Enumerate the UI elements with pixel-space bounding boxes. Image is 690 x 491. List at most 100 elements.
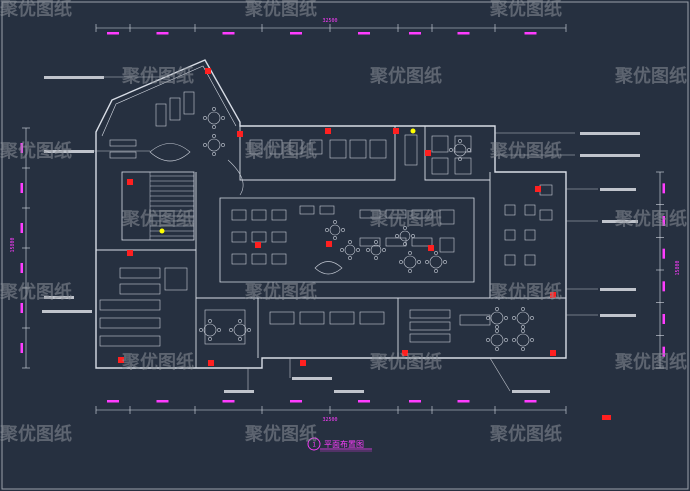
red-marker [255,242,261,248]
furniture-item [431,135,449,153]
furniture-item [329,311,355,325]
watermark-text: 聚优图纸 [614,65,687,87]
dimension-text-mark [290,400,302,403]
round-table [490,311,504,325]
dimension-text-mark [358,400,370,403]
chair [495,325,499,329]
red-marker [127,179,133,185]
chair [341,228,345,232]
furniture-item [109,139,137,147]
dimension-text-mark [662,346,665,357]
furniture-item [329,139,347,159]
chair [356,248,360,252]
chair [221,116,225,120]
red-marker [535,186,541,192]
furniture-item [231,231,247,243]
chair [425,260,429,264]
chair [366,248,370,252]
furniture-item [109,151,137,159]
annotation-text-mark [224,390,254,393]
furniture-item [454,157,472,175]
chair [512,316,516,320]
watermark-text: 聚优图纸 [244,423,317,445]
chair [417,260,421,264]
red-marker [205,68,211,74]
watermark-text: 聚优图纸 [244,140,317,162]
chair [238,319,242,323]
chair [395,234,399,238]
annotation-text-mark [44,76,104,79]
yellow-marker [410,128,416,134]
dimension-text-mark [662,281,665,292]
furniture-item [459,314,491,326]
furniture-item [99,299,161,311]
watermark-text: 聚优图纸 [489,423,562,445]
watermark-text: 聚优图纸 [369,351,442,373]
round-table [429,255,443,269]
chair [458,157,462,161]
dimension-text-mark [156,32,169,35]
overall-dimension-left: 15800 [10,237,16,252]
top-dimension-chain [95,24,567,35]
red-marker [402,350,408,356]
chair [382,248,386,252]
dimension-text-mark [662,183,665,194]
yellow-marker [159,228,165,234]
red-marker [127,250,133,256]
display-island [314,261,343,275]
watermark-text: 聚优图纸 [489,281,562,303]
furniture-item [409,333,451,343]
red-column-markers [118,68,556,366]
dimension-text-mark [409,400,421,403]
chair [208,319,212,323]
furniture-item [385,237,407,247]
chair [403,226,407,230]
annotation-text-mark [600,288,636,291]
round-table [516,333,530,347]
chair [411,234,415,238]
round-table [203,323,217,337]
leader-line [489,357,511,392]
dimension-text-mark [662,216,665,226]
dimension-text-mark [222,32,235,35]
watermark-text: 聚优图纸 [0,0,72,20]
title-circle [307,437,321,451]
annotation-text-mark [600,188,636,191]
dimension-text-mark [457,400,470,403]
chair [399,260,403,264]
dimension-text-mark [156,400,169,403]
dimension-text-mark [20,183,23,193]
furniture-item [439,209,455,225]
annotation-text-mark [602,220,638,223]
furniture-item [99,335,161,347]
red-marker [393,128,399,134]
furniture-item [404,134,418,166]
overall-dimension-bottom: 32500 [322,417,337,423]
dimension-text-mark [20,303,23,313]
watermark-text: 聚优图纸 [244,281,317,303]
watermark-text: 聚优图纸 [489,140,562,162]
furniture-item [319,205,335,215]
annotation-text-mark [44,296,74,299]
furniture-item [271,209,287,221]
furniture-item [99,317,161,329]
annotation-text-mark [42,310,92,313]
furniture-item [454,135,472,153]
watermark-text: 聚优图纸 [121,65,194,87]
red-marker [325,128,331,134]
chair [199,328,203,332]
furniture-item [359,311,385,325]
dimension-text-mark [524,400,537,403]
reception-desk [149,143,191,162]
round-table [207,111,221,125]
watermark-text: 聚优图纸 [614,208,687,230]
chair [212,152,216,156]
chair [495,329,499,333]
overall-dimension-right: 15800 [675,260,681,275]
furniture-item [504,229,516,241]
chair [495,307,499,311]
round-table [233,323,247,337]
chair [325,228,329,232]
annotation-text-mark [292,377,332,380]
watermark-text: 聚优图纸 [614,351,687,373]
